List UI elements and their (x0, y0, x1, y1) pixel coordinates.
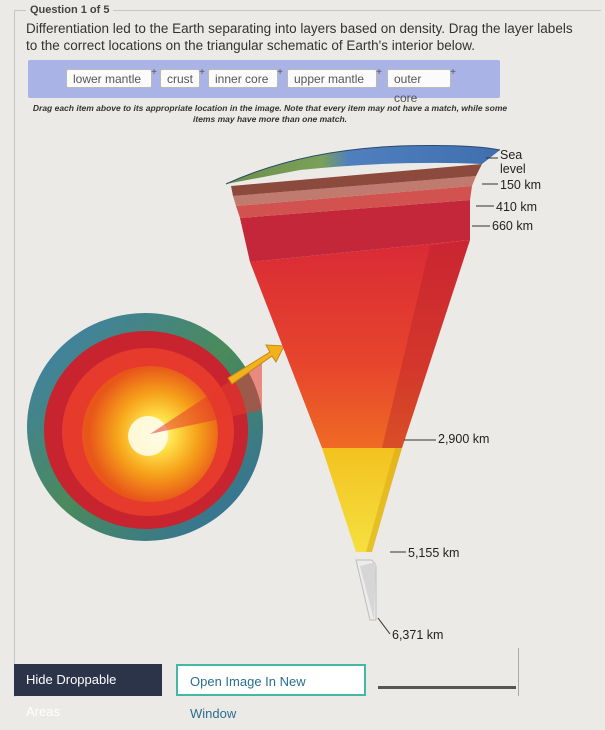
earth-interior-diagram (27, 145, 501, 635)
draggable-bank: lower mantle + crust + inner core + uppe… (28, 60, 500, 105)
plus-icon: + (199, 67, 205, 78)
question-frame (14, 10, 601, 697)
drag-item-label: inner core (215, 72, 269, 86)
plus-icon: + (376, 67, 382, 78)
depth-label-2900km: 2,900 km (438, 432, 490, 446)
wedge-schematic (225, 145, 501, 621)
depth-label-sea-level-2: level (500, 162, 526, 176)
drag-item-crust[interactable]: crust + (160, 67, 205, 88)
question-number: Question 1 of 5 (26, 4, 114, 16)
drag-item-label: upper mantle (294, 72, 365, 86)
drag-item-label: outer core (394, 72, 422, 105)
drag-item-label: lower mantle (73, 72, 142, 86)
depth-label-sea-level-1: Sea (500, 148, 523, 162)
globe-cutaway (27, 313, 263, 541)
depth-label-660km: 660 km (492, 219, 533, 233)
plus-icon: + (277, 67, 283, 78)
drag-item-outer-core[interactable]: outer core + (387, 67, 456, 105)
open-image-new-window-button[interactable]: Open Image In New Window (176, 664, 366, 721)
drag-item-inner-core[interactable]: inner core + (208, 67, 283, 88)
plus-icon: + (151, 67, 157, 78)
depth-label-5155km: 5,155 km (408, 546, 460, 560)
depth-label-410km: 410 km (496, 200, 537, 214)
drag-item-lower-mantle[interactable]: lower mantle + (66, 67, 157, 88)
drag-instructions: Drag each item above to its appropriate … (32, 103, 508, 124)
zoom-arrow (227, 344, 285, 385)
drag-item-upper-mantle[interactable]: upper mantle + (287, 67, 382, 88)
hide-droppable-areas-button[interactable]: Hide Droppable Areas (14, 664, 162, 719)
divider (518, 648, 519, 696)
divider (378, 686, 516, 689)
plus-icon: + (450, 67, 456, 78)
depth-label-150km: 150 km (500, 178, 541, 192)
question-prompt: Differentiation led to the Earth separat… (26, 21, 573, 53)
depth-label-6371km: 6,371 km (392, 628, 444, 642)
drag-item-label: crust (167, 72, 194, 86)
depth-leader-lines (377, 157, 498, 635)
